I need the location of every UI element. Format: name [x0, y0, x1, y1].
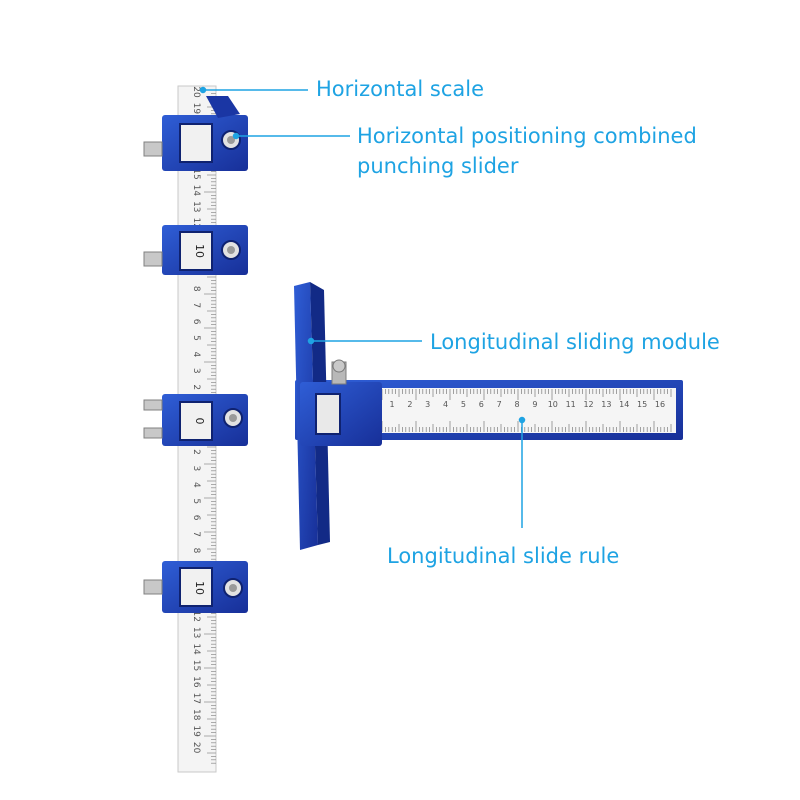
slide-rule-number: 2 — [407, 400, 412, 409]
slide-rule-number: 10 — [548, 400, 558, 409]
callout-lines — [199, 86, 526, 528]
slide-rule-number: 4 — [443, 400, 448, 409]
vertical-scale-number: 3 — [191, 368, 201, 374]
vertical-scale-number: 14 — [191, 643, 201, 655]
vertical-scale-number: 7 — [191, 302, 201, 308]
slider-reading-1: 10 — [193, 244, 206, 258]
callout-slide-rule: Longitudinal slide rule — [387, 544, 620, 568]
vertical-scale-number: 12 — [191, 217, 201, 228]
slide-rule-number: 9 — [532, 400, 537, 409]
callout-dot-module — [307, 337, 315, 345]
vertical-scale-number: 13 — [191, 201, 201, 212]
slider-reading-0: 0 — [193, 418, 206, 425]
vertical-scale-number: 16 — [191, 676, 201, 688]
slide-rule-number: 7 — [497, 400, 502, 409]
vertical-scale-number: 6 — [191, 515, 201, 521]
vertical-scale-number: 8 — [191, 548, 201, 554]
slide-rule-number: 15 — [637, 400, 647, 409]
callout-sliding-module: Longitudinal sliding module — [430, 330, 720, 354]
vertical-scale-number: 15 — [191, 168, 201, 179]
vertical-scale-number: 3 — [191, 466, 201, 472]
vertical-scale-number: 15 — [191, 660, 201, 671]
slide-rule-number: 5 — [461, 400, 466, 409]
vertical-scale-number: 20 — [191, 86, 201, 98]
vertical-scale-number: 2 — [191, 384, 201, 390]
vertical-scale-number: 18 — [191, 709, 201, 721]
callout-positioning-slider: Horizontal positioning combined punching… — [357, 121, 697, 181]
vertical-scale-number: 2 — [191, 449, 201, 455]
callout-dot-horizontal-scale — [199, 86, 207, 94]
vertical-scale-number: 14 — [191, 185, 201, 197]
slide-rule-number: 16 — [655, 400, 665, 409]
slider-reading-2: 10 — [193, 581, 206, 595]
longitudinal-sliding-module[interactable] — [294, 282, 382, 550]
callout-positioning-slider-line1: Horizontal positioning combined — [357, 124, 697, 148]
slide-rule-number: 12 — [583, 400, 593, 409]
slide-rule-number: 1 — [389, 400, 394, 409]
vertical-scale-number: 4 — [191, 352, 201, 358]
vertical-scale-number: 17 — [191, 693, 201, 704]
slide-rule-number: 11 — [566, 400, 576, 409]
positioning-punching-slider-top[interactable] — [143, 96, 248, 171]
callout-positioning-slider-line2: punching slider — [357, 154, 519, 178]
vertical-scale-number: 5 — [191, 335, 201, 341]
vertical-scale-number: 4 — [191, 482, 201, 488]
vertical-scale-number: 12 — [191, 610, 201, 621]
slide-rule-number: 14 — [619, 400, 629, 409]
slide-rule-number: 6 — [479, 400, 484, 409]
slide-rule-ticks — [381, 389, 672, 432]
vertical-scale-number: 19 — [191, 725, 201, 737]
positioning-punching-slider-lower[interactable]: 10 — [143, 561, 248, 613]
vertical-scale-number: 6 — [191, 319, 201, 325]
slide-rule-number: 8 — [515, 400, 520, 409]
vertical-scale-number: 20 — [191, 742, 201, 754]
callout-dot-slider — [232, 132, 240, 140]
slide-rule-number: 13 — [601, 400, 611, 409]
vertical-scale-number: 19 — [191, 103, 201, 115]
positioning-punching-slider-center[interactable]: 0 — [143, 394, 248, 446]
vertical-scale-number: 5 — [191, 498, 201, 504]
slide-rule-number: 3 — [425, 400, 430, 409]
callout-horizontal-scale: Horizontal scale — [316, 77, 485, 101]
positioning-punching-slider-upper[interactable]: 10 — [143, 225, 248, 275]
vertical-scale-number: 8 — [191, 286, 201, 292]
vertical-scale-number: 13 — [191, 627, 201, 638]
callout-dot-rule — [518, 416, 526, 424]
vertical-scale-number: 7 — [191, 531, 201, 537]
